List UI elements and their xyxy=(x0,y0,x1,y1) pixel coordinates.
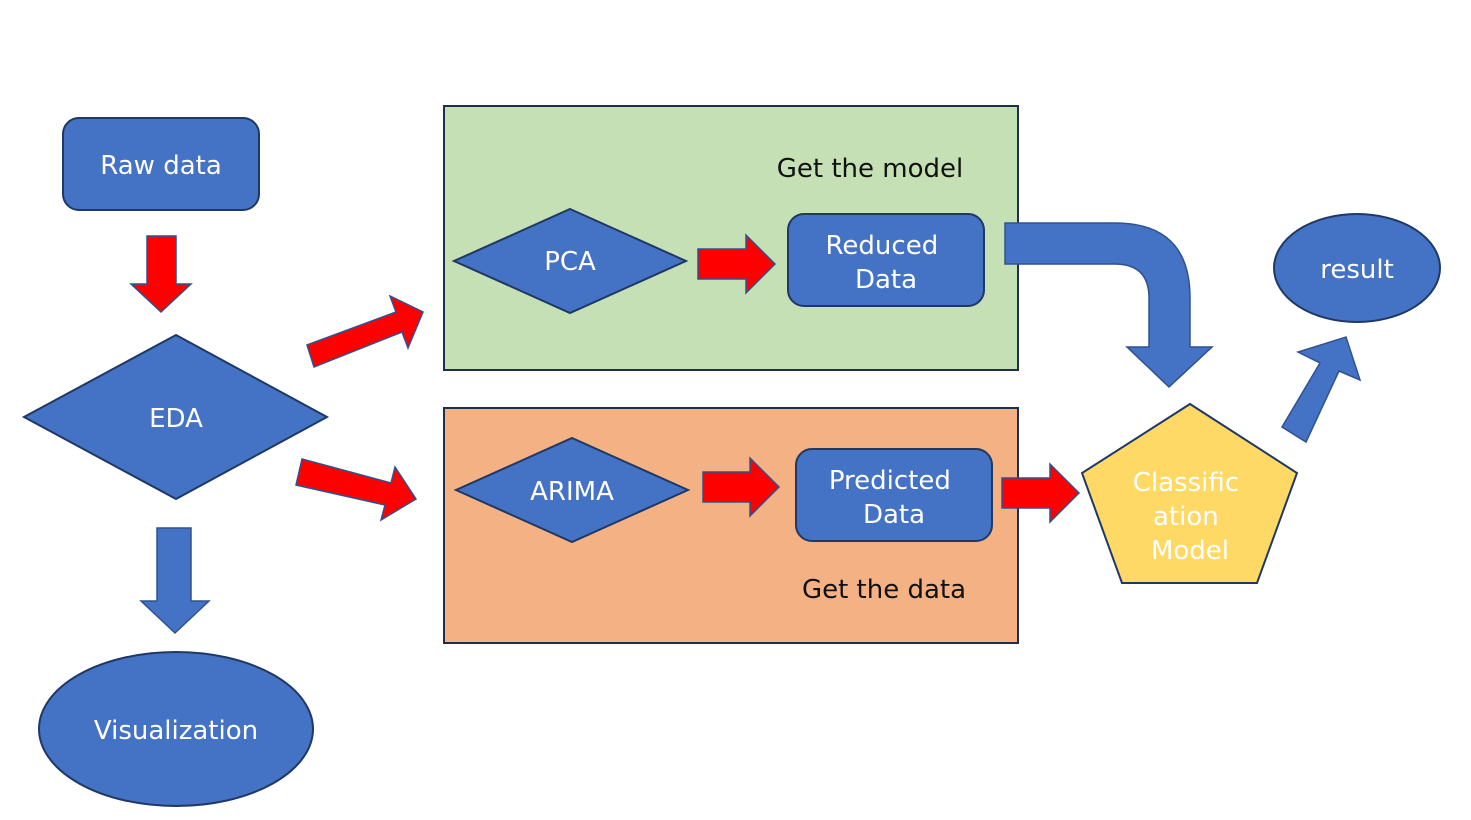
arrow-eda-to-visualization xyxy=(139,527,211,635)
classification-model-label: Classific ation Model xyxy=(1133,468,1248,566)
arima-label: ARIMA xyxy=(530,477,614,507)
visualization-label: Visualization xyxy=(94,716,258,746)
eda-node xyxy=(21,333,330,501)
raw-data-label: Raw data xyxy=(100,151,222,181)
reduced-data-node xyxy=(787,213,985,307)
visualization-node xyxy=(38,651,314,807)
arima-node xyxy=(453,436,691,544)
arrow-raw-to-eda xyxy=(129,235,193,314)
raw-data-node xyxy=(62,117,260,211)
arrow-pca-to-reduced xyxy=(697,233,777,295)
result-label: result xyxy=(1320,255,1394,285)
predicted-data-node xyxy=(795,448,993,542)
result-node xyxy=(1273,213,1441,323)
arrow-eda-to-data xyxy=(295,458,418,522)
arrow-classifier-to-result xyxy=(1280,336,1362,444)
arrow-eda-to-model xyxy=(306,294,424,368)
arrow-predicted-to-classifier xyxy=(1001,462,1081,524)
arrow-reduced-to-classifier xyxy=(1004,222,1214,389)
get-model-caption: Get the model xyxy=(777,154,964,184)
pca-node xyxy=(451,207,689,315)
classification-model-node xyxy=(1080,402,1299,584)
predicted-data-label: Predicted Data xyxy=(829,466,959,530)
eda-label: EDA xyxy=(149,404,203,434)
pca-label: PCA xyxy=(544,247,596,277)
arrow-arima-to-predicted xyxy=(702,456,781,518)
reduced-data-label: Reduced Data xyxy=(826,231,947,295)
get-data-caption: Get the data xyxy=(802,575,966,605)
